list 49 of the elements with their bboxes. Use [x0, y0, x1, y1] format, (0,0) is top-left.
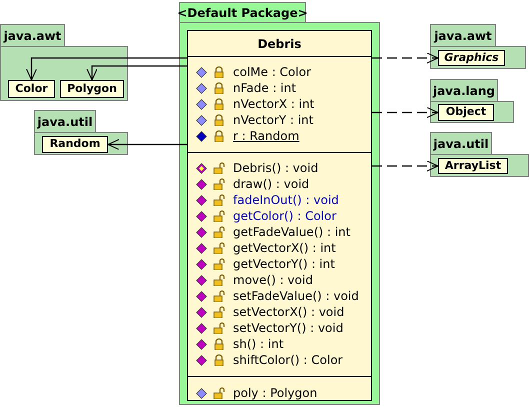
class-name: Debris [258, 36, 302, 52]
package-name: java.awt [4, 28, 62, 44]
member-text: shiftColor() : Color [233, 353, 343, 367]
member-text: nVectorY : int [233, 113, 314, 127]
member-text: getColor() : Color [233, 209, 336, 223]
member-text: getVectorY() : int [233, 257, 335, 271]
package-name: java.awt [434, 28, 492, 44]
package [430, 79, 514, 123]
package-name: java.util [37, 114, 93, 130]
member-text: setFadeValue() : void [233, 289, 359, 303]
class-name: Object [446, 104, 486, 120]
class-box [438, 158, 508, 174]
package [0, 24, 128, 101]
class-box [60, 80, 124, 98]
class-box [42, 136, 108, 153]
association-arrow [86, 65, 187, 80]
member-text: getVectorX() : int [233, 241, 336, 255]
package [430, 132, 529, 177]
dependency-arrow [372, 160, 438, 172]
member-text: getFadeValue() : int [233, 225, 350, 239]
association-arrow [108, 139, 187, 150]
member-text: draw() : void [233, 177, 310, 191]
package-name: <Default Package> [177, 4, 308, 22]
class-name: Random [50, 136, 100, 152]
member-text: fadeInOut() : void [233, 193, 339, 207]
member-text: Debris() : void [233, 161, 318, 175]
package [34, 110, 128, 155]
class-name: Polygon [67, 80, 117, 97]
class-box [8, 80, 55, 98]
package [430, 24, 526, 69]
class-name: ArrayList [444, 158, 502, 174]
association-arrow [26, 57, 187, 80]
member-text: nFade : int [233, 81, 296, 95]
package-name: java.lang [432, 82, 496, 100]
dependency-arrow [372, 52, 438, 64]
member-text: setVectorX() : void [233, 305, 344, 319]
member-text: r : Random [233, 129, 300, 143]
member-text: colMe : Color [233, 65, 312, 79]
member-text: setVectorY() : void [233, 321, 344, 335]
dependency-arrow [372, 107, 438, 118]
member-text: poly : Polygon [233, 386, 318, 400]
member-text: move() : void [233, 273, 313, 287]
class-name: Color [15, 80, 48, 97]
class-name: Graphics [444, 50, 499, 66]
class-box [438, 104, 494, 121]
class-box [438, 50, 505, 66]
member-text: nVectorX : int [233, 97, 314, 111]
member-text: sh() : int [233, 337, 284, 351]
package-name: java.util [433, 136, 489, 152]
